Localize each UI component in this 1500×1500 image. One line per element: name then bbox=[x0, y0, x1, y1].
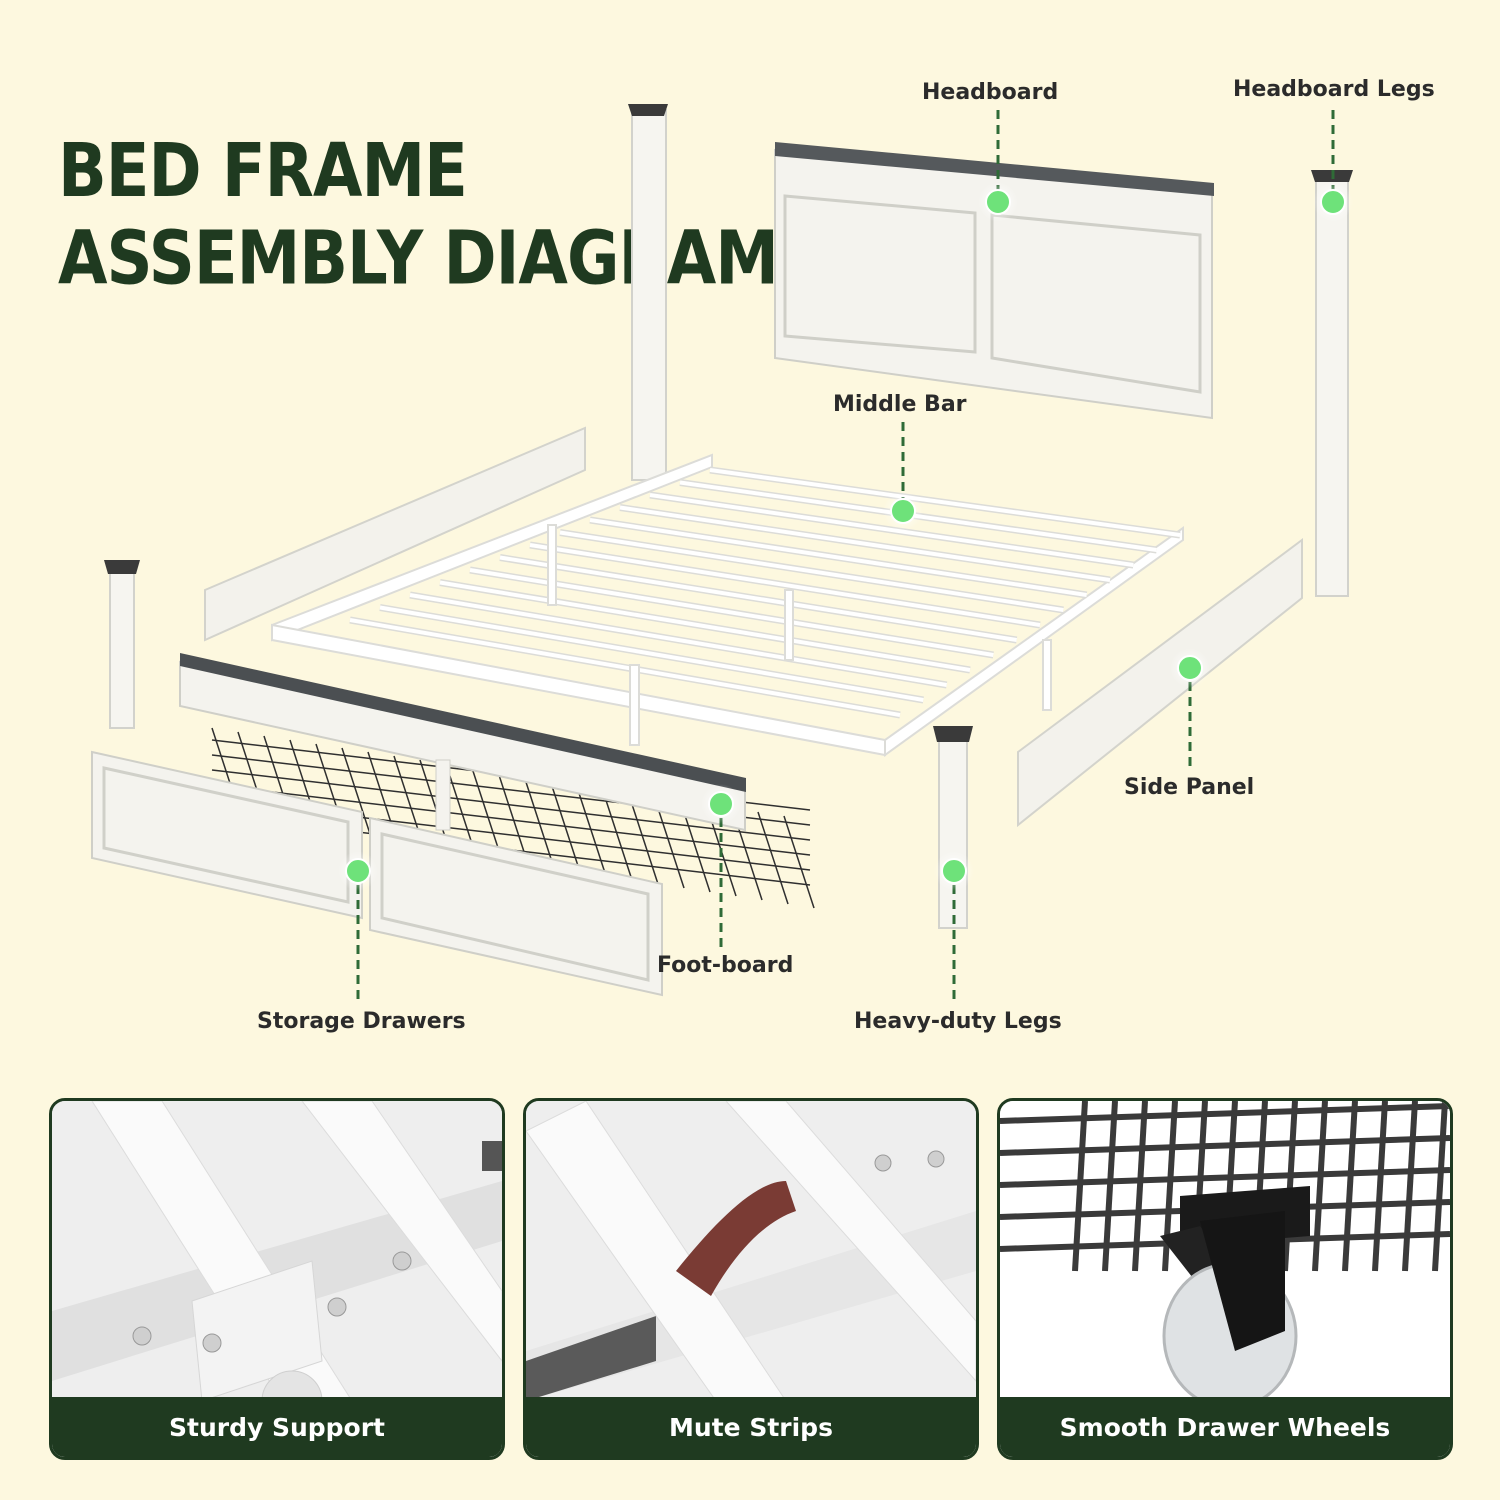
basket-wire bbox=[601, 787, 633, 881]
headboard-panel bbox=[774, 142, 1214, 420]
feature-card-drawer-wheels: Smooth Drawer Wheels bbox=[997, 1098, 1453, 1460]
title-line-1: BED FRAME bbox=[58, 129, 468, 215]
front-right-leg bbox=[933, 726, 973, 929]
feature-card-mute-strips: Mute Strips bbox=[523, 1098, 979, 1460]
back-side-rail bbox=[204, 426, 586, 642]
frame-slat-highlight bbox=[349, 618, 901, 717]
frame-slat-highlight bbox=[499, 555, 1017, 642]
marker-dot-foot-board bbox=[708, 791, 734, 817]
basket-wire bbox=[757, 811, 789, 905]
basket-wire bbox=[497, 771, 529, 865]
basket-wire bbox=[523, 775, 555, 869]
rack-wire bbox=[1132, 1101, 1148, 1272]
label-heavy-duty-legs: Heavy-duty Legs bbox=[854, 1009, 1062, 1034]
label-side-panel: Side Panel bbox=[1124, 775, 1255, 800]
mute-strips-photo bbox=[526, 1101, 976, 1401]
frame-slat-highlight bbox=[649, 493, 1134, 567]
front-left-leg bbox=[104, 560, 140, 729]
marker-dot-storage-drawers bbox=[345, 858, 371, 884]
rack-wire bbox=[1282, 1101, 1298, 1272]
frame-slat-highlight bbox=[709, 468, 1181, 537]
rack-wire bbox=[1432, 1101, 1448, 1272]
frame-slat-highlight bbox=[589, 518, 1087, 597]
sturdy-support-photo bbox=[52, 1101, 502, 1401]
marker-dot-headboard-legs bbox=[1320, 189, 1346, 215]
rack-wire bbox=[1000, 1167, 1450, 1188]
right-side-rail bbox=[1017, 538, 1303, 828]
frame-slat-highlight bbox=[409, 593, 947, 687]
basket-wire bbox=[471, 767, 503, 861]
marker-dot-headboard bbox=[985, 189, 1011, 215]
rack-wire bbox=[1342, 1101, 1358, 1272]
headboard-left-leg bbox=[628, 104, 668, 481]
basket-wire bbox=[211, 769, 811, 841]
headboard-right-leg bbox=[1311, 170, 1353, 597]
basket-wire bbox=[341, 747, 373, 841]
drawer-front-left bbox=[91, 750, 363, 920]
drawer-wheels-photo bbox=[1000, 1101, 1450, 1401]
marker-dot-heavy-duty-legs bbox=[941, 858, 967, 884]
rack-wire bbox=[1312, 1101, 1328, 1272]
marker-dot-middle-bar bbox=[890, 498, 916, 524]
basket-wire bbox=[627, 791, 659, 885]
label-storage-drawers: Storage Drawers bbox=[257, 1009, 466, 1034]
feature-label: Sturdy Support bbox=[52, 1397, 502, 1457]
frame-slat-highlight bbox=[469, 568, 994, 657]
rack-wire bbox=[1072, 1101, 1088, 1272]
label-middle-bar: Middle Bar bbox=[833, 392, 967, 417]
rack-wire bbox=[1000, 1103, 1450, 1124]
label-headboard: Headboard bbox=[922, 80, 1059, 105]
marker-dot-side-panel bbox=[1177, 655, 1203, 681]
frame-slat-highlight bbox=[619, 505, 1111, 582]
feature-card-sturdy-support: Sturdy Support bbox=[49, 1098, 505, 1460]
rack-wire bbox=[1402, 1101, 1418, 1272]
rack-wire bbox=[1372, 1101, 1388, 1272]
label-foot-board: Foot-board bbox=[657, 953, 794, 978]
feature-label: Smooth Drawer Wheels bbox=[1000, 1397, 1450, 1457]
callout-markers bbox=[338, 110, 1353, 1003]
frame-slat-highlight bbox=[559, 530, 1064, 612]
basket-wire bbox=[783, 815, 815, 909]
metal-frame bbox=[271, 453, 1184, 757]
feature-label: Mute Strips bbox=[526, 1397, 976, 1457]
basket-wire bbox=[211, 784, 811, 856]
frame-slat-highlight bbox=[379, 605, 924, 702]
rack-wire bbox=[1000, 1135, 1450, 1156]
drawer-front-right bbox=[369, 816, 663, 997]
rack-wire bbox=[1102, 1101, 1118, 1272]
label-headboard-legs: Headboard Legs bbox=[1233, 77, 1435, 102]
frame-slat-highlight bbox=[439, 580, 971, 672]
frame-slat-highlight bbox=[529, 543, 1041, 627]
footboard-panel bbox=[179, 653, 746, 832]
bed-frame-diagram bbox=[91, 104, 1353, 1003]
